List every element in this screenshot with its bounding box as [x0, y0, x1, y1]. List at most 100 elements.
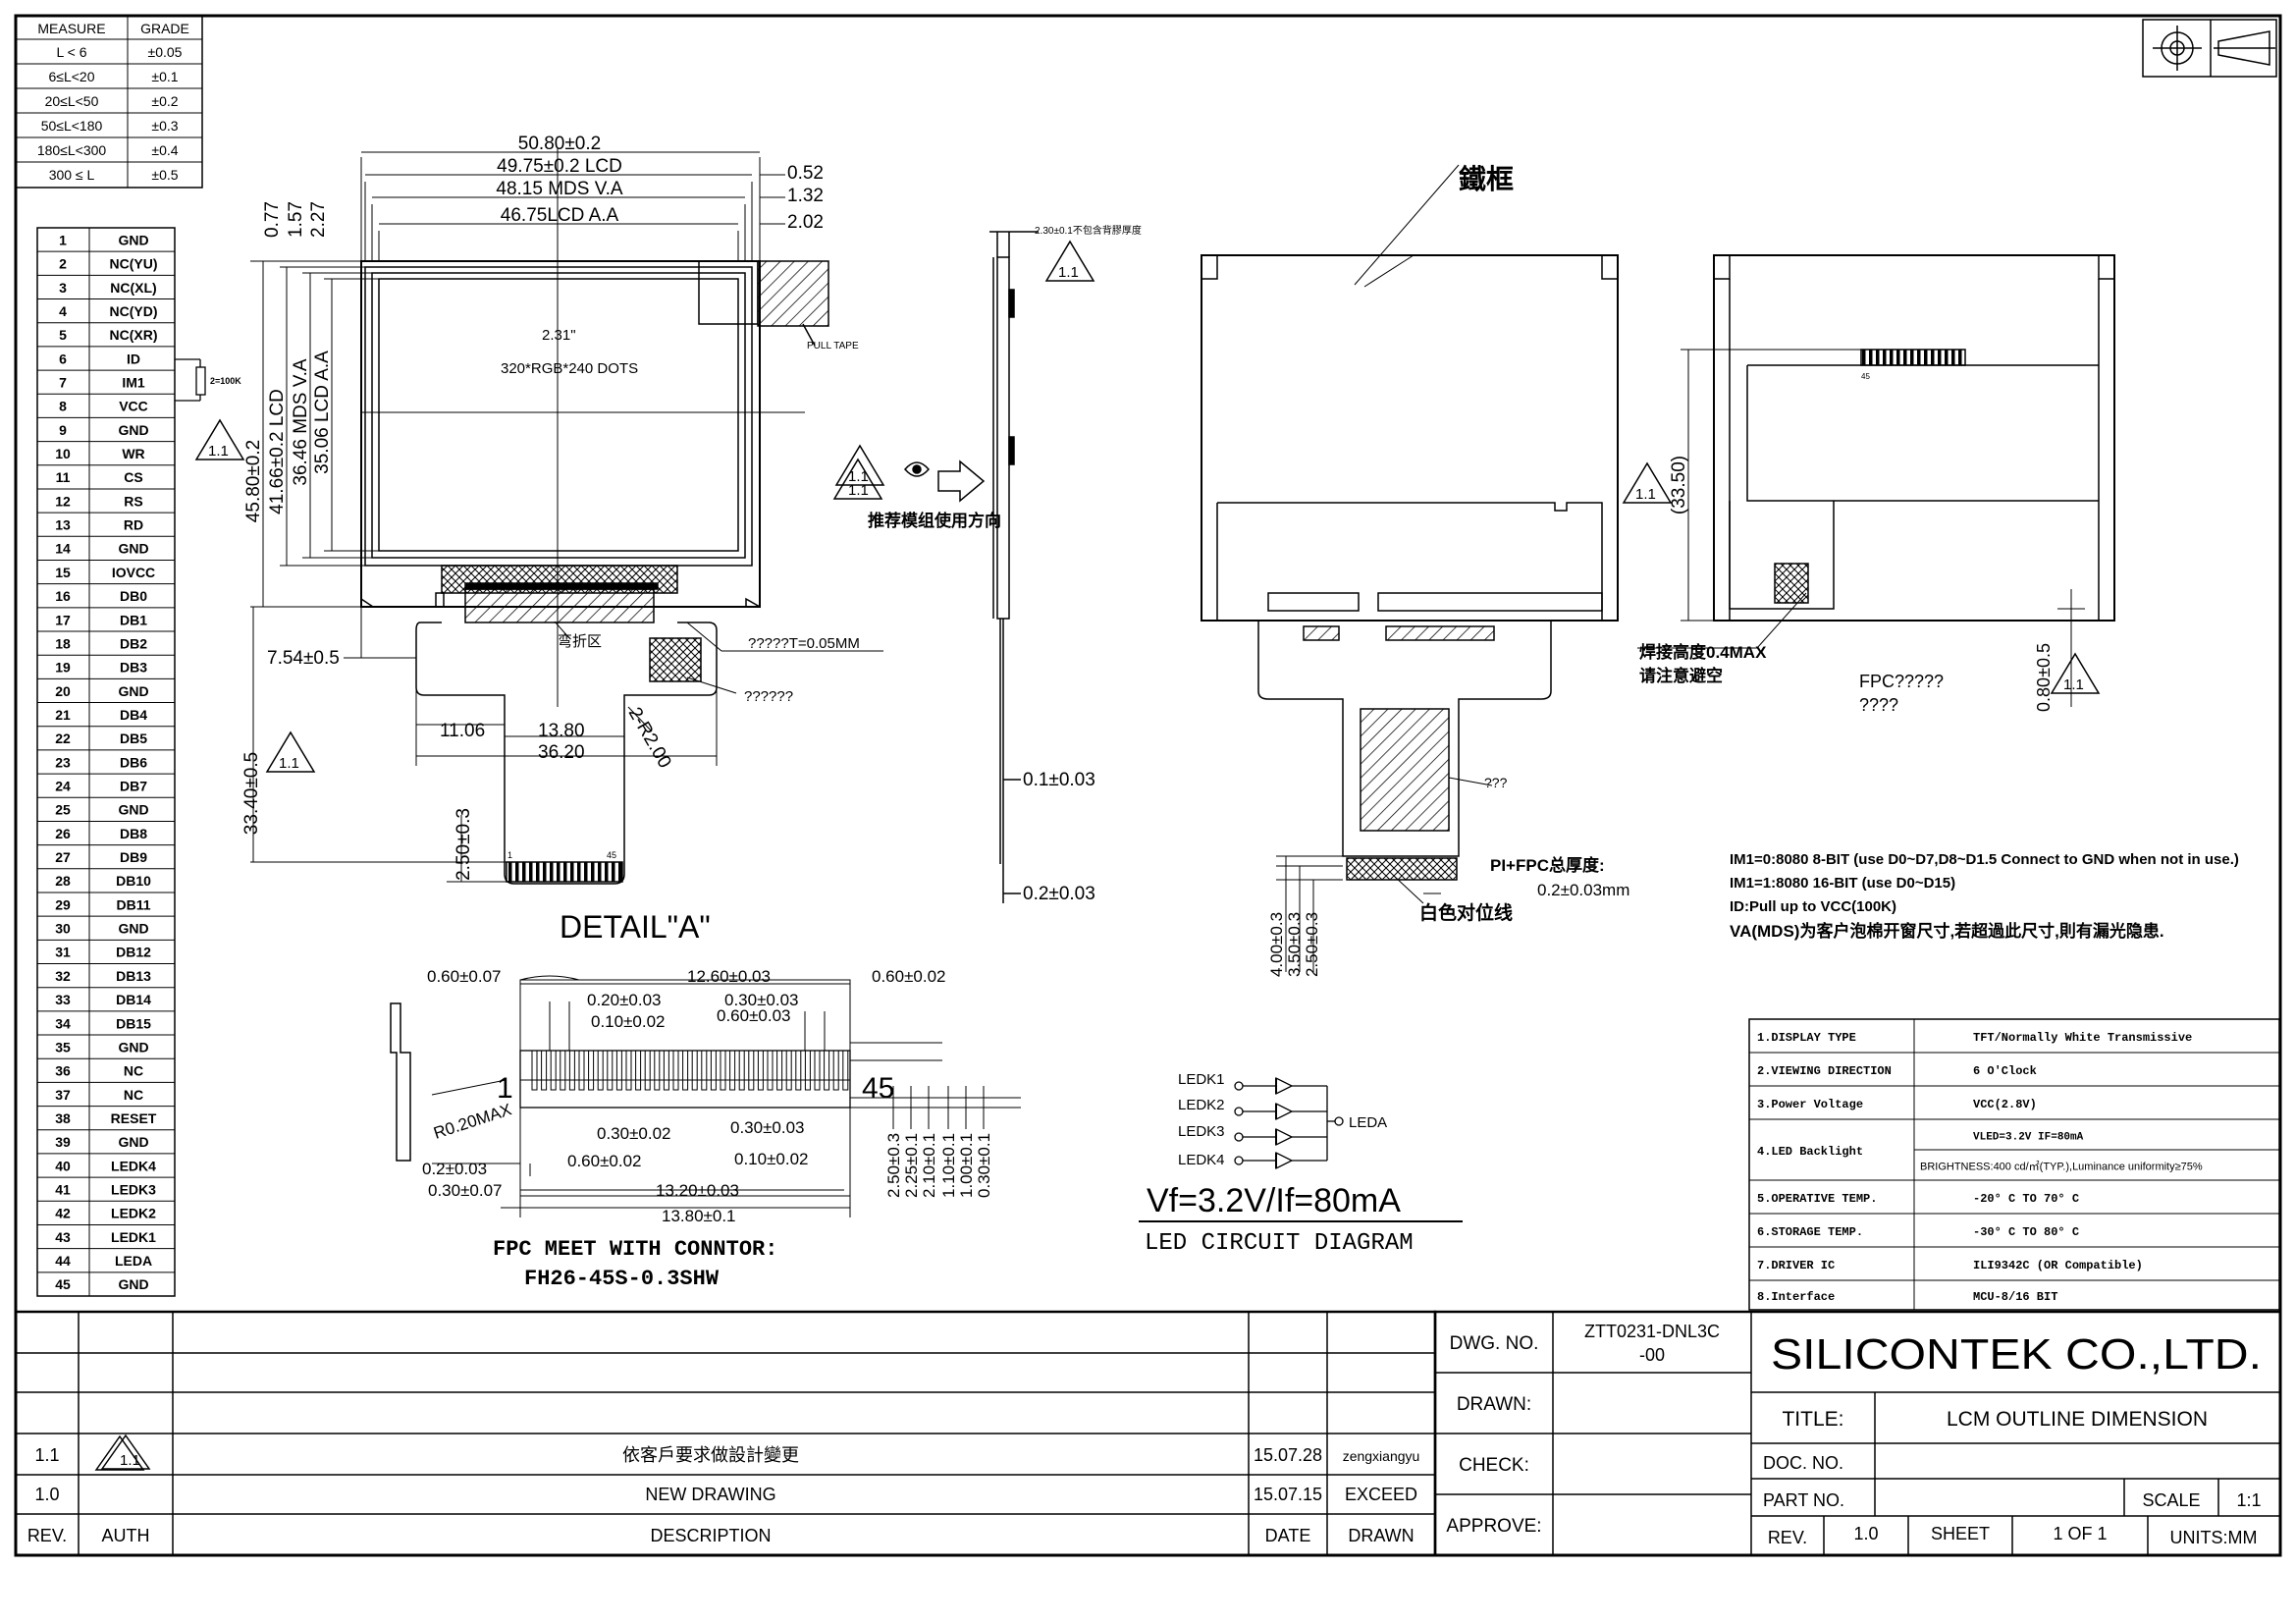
- side-thickness-note: 2.30±0.1不包含背膠厚度: [1035, 224, 1142, 237]
- pin-number: 28: [55, 873, 71, 889]
- dim-back-250: 2.50±0.3: [1303, 912, 1321, 977]
- solder-height-note: 焊接高度0.4MAX: [1639, 642, 1767, 662]
- pin-number: 35: [55, 1039, 71, 1055]
- detail-dim-1380: 13.80±0.1: [662, 1207, 736, 1225]
- part-no-label: PART NO.: [1763, 1490, 1844, 1510]
- back-view-labels: 鐵框 ??? PI+FPC总厚度: 0.2±0.03mm 白色对位线 4.00±…: [1267, 163, 1629, 977]
- interface-notes: IM1=0:8080 8-BIT (use D0~D7,D8~D1.5 Conn…: [1730, 851, 2239, 941]
- pin-name: DB3: [120, 660, 147, 676]
- pin-name: CS: [124, 469, 142, 485]
- tol-header-measure: MEASURE: [37, 21, 105, 36]
- dim-width-lcd: 49.75±0.2 LCD: [497, 156, 622, 177]
- revision-block: [14, 1310, 1437, 1557]
- pin-name: DB0: [120, 588, 147, 604]
- spec-label: 2.VIEWING DIRECTION: [1757, 1064, 1892, 1078]
- back-view: [1201, 164, 1619, 972]
- rev-header-rev: REV.: [27, 1526, 67, 1545]
- note-va: VA(MDS)为客户泡棉开窗尺寸,若超過此尺寸,則有漏光隐患.: [1730, 921, 2164, 941]
- q-note: ??????: [744, 688, 793, 705]
- rev-mark-1: 1.1: [208, 443, 229, 460]
- dim-250-front: 2.50±0.3: [454, 808, 474, 881]
- rev-header-auth: AUTH: [102, 1526, 150, 1545]
- detail-dim-030-03b: 0.30±0.03: [730, 1118, 805, 1137]
- fpc-note-2: ????: [1859, 695, 1898, 715]
- pi-fpc-thickness-label: PI+FPC总厚度:: [1490, 855, 1605, 875]
- detail-pin-45: 45: [862, 1072, 894, 1105]
- detail-dim-1260: 12.60±0.03: [687, 967, 771, 986]
- scale-label: SCALE: [2142, 1490, 2200, 1510]
- ledk4-label: LEDK4: [1178, 1152, 1225, 1168]
- title-block: [1433, 1310, 2282, 1557]
- rev-header-desc: DESCRIPTION: [650, 1526, 771, 1545]
- detail-a-labels: DETAIL"A" 0.60±0.07 12.60±0.03 0.60±0.02…: [422, 909, 993, 1291]
- pin-name: DB9: [120, 849, 147, 865]
- pin-number: 31: [55, 945, 71, 960]
- detail-vdim-2: 2.10±0.1: [920, 1133, 938, 1198]
- pin-number: 42: [55, 1206, 71, 1221]
- sheet-border: [14, 14, 2282, 1557]
- rev-description: 依客戶要求做設計變更: [622, 1445, 799, 1465]
- detail-dim-030-03a: 0.30±0.03: [724, 991, 799, 1009]
- dim-left-227: 2.27: [308, 201, 329, 238]
- pin-number: 33: [55, 992, 71, 1007]
- rev-date: 15.07.28: [1254, 1445, 1322, 1465]
- pin-number: 12: [55, 493, 71, 509]
- pin-name: GND: [118, 422, 148, 438]
- tol-measure-cell: 6≤L<20: [48, 69, 94, 84]
- note-im1-1: IM1=1:8080 16-BIT (use D0~D15): [1730, 875, 1955, 892]
- tol-grade-cell: ±0.4: [151, 142, 178, 158]
- rev-mark-6: 1.1: [2063, 676, 2084, 693]
- rev-label: REV.: [1768, 1528, 1807, 1547]
- detail-dim-020: 0.20±0.03: [587, 991, 662, 1009]
- ledk2-label: LEDK2: [1178, 1097, 1225, 1113]
- dim-height-total: 45.80±0.2: [243, 440, 264, 522]
- spec-value: TFT/Normally White Transmissive: [1973, 1031, 2192, 1045]
- pin-name: DB6: [120, 754, 147, 770]
- pin-name: NC: [124, 1063, 143, 1079]
- tol-measure-cell: L < 6: [56, 44, 86, 60]
- dim-1380: 13.80: [538, 721, 585, 741]
- dim-width-total: 50.80±0.2: [518, 134, 601, 154]
- pin-number: 11: [56, 469, 71, 485]
- spec-value: -20° C TO 70° C: [1973, 1192, 2079, 1206]
- spec-label: 5.OPERATIVE TEMP.: [1757, 1192, 1877, 1206]
- tol-header-grade: GRADE: [140, 21, 189, 36]
- pin-number: 21: [55, 707, 71, 723]
- spec-label: 1.DISPLAY TYPE: [1757, 1031, 1856, 1045]
- pin-number: 8: [59, 399, 67, 414]
- pin-name: DB13: [116, 968, 151, 984]
- dim-back-350: 3.50±0.3: [1285, 912, 1304, 977]
- spec-value: MCU-8/16 BIT: [1973, 1290, 2057, 1304]
- avoid-note: 请注意避空: [1639, 666, 1723, 685]
- pin-name: DB1: [120, 612, 147, 627]
- led-labels: LEDK1 LEDK2 LEDK3 LEDK4 LEDA Vf=3.2V/If=…: [1145, 1071, 1414, 1257]
- pin-name: LEDK4: [111, 1158, 156, 1173]
- pin-name: WR: [122, 446, 144, 461]
- spec-label: 6.STORAGE TEMP.: [1757, 1225, 1863, 1239]
- dim-3340: 33.40±0.5: [241, 752, 262, 835]
- detail-dim-030-07: 0.30±0.07: [428, 1181, 503, 1200]
- dim-r2: 2-R2.00: [624, 704, 675, 772]
- sheet-value: 1 OF 1: [2053, 1524, 2107, 1543]
- rev-description: NEW DRAWING: [645, 1485, 775, 1504]
- pin-number: 30: [55, 921, 71, 937]
- pin-name: GND: [118, 802, 148, 818]
- dim-080: 0.80±0.5: [2034, 643, 2054, 712]
- rev-auth: 1.1: [120, 1452, 140, 1469]
- units-value: UNITS:MM: [2170, 1528, 2258, 1547]
- detail-dim-010a: 0.10±0.02: [591, 1012, 666, 1031]
- ledk1-label: LEDK1: [1178, 1071, 1225, 1088]
- detail-vdim-0: 2.50±0.3: [884, 1133, 903, 1198]
- frame-label: 鐵框: [1459, 163, 1514, 194]
- spec-value: VLED=3.2V IF=80mA: [1973, 1132, 2084, 1144]
- tol-measure-cell: 300 ≤ L: [49, 167, 95, 183]
- front-view-labels: 50.80±0.2 49.75±0.2 LCD 48.15 MDS V.A 46…: [241, 134, 860, 881]
- pin-number: 9: [59, 422, 67, 438]
- pin-name: VCC: [119, 399, 148, 414]
- detail-dim-02: 0.2±0.03: [422, 1160, 487, 1178]
- right-back-view-labels: 45 (33.50) 焊接高度0.4MAX 请注意避空 FPC????? ???…: [1639, 372, 2054, 715]
- dim-754: 7.54±0.5: [267, 648, 340, 669]
- pull-tape-label: PULL TAPE: [807, 341, 859, 352]
- rev-header-drawn: DRAWN: [1348, 1526, 1414, 1545]
